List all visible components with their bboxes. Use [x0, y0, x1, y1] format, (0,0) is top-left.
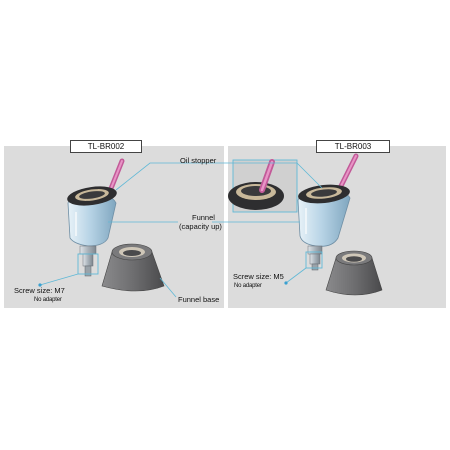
- funnel-base-label: Funnel base: [178, 295, 220, 304]
- funnel-left: [67, 193, 117, 277]
- model-label-left: TL-BR002: [70, 140, 142, 153]
- oil-stopper-left: [67, 186, 117, 206]
- screw-size-right: Screw size: M5: [233, 272, 284, 281]
- oil-stopper-right: [298, 184, 350, 204]
- screw-box-right: [305, 251, 323, 269]
- model-label-right: TL-BR003: [316, 140, 390, 153]
- callout-lines: [39, 162, 323, 298]
- screw-dot-left: [38, 283, 42, 287]
- screw-size-left: Screw size: M7: [14, 286, 65, 295]
- funnel-base-left: [101, 243, 165, 292]
- funnel-label-line1: Funnel: [192, 213, 215, 222]
- funnel-label-line2: (capacity up): [179, 222, 222, 231]
- adapter-note-right: No adapter: [234, 283, 262, 289]
- funnel-base-right: [325, 250, 383, 296]
- screw-box-left: [77, 253, 99, 275]
- stopper-inset-right: [228, 159, 298, 213]
- adapter-note-left: No adapter: [34, 297, 62, 303]
- screw-dot-right: [284, 281, 288, 285]
- funnel-label: Funnel (capacity up): [179, 213, 222, 231]
- oil-stopper-label: Oil stopper: [180, 156, 217, 165]
